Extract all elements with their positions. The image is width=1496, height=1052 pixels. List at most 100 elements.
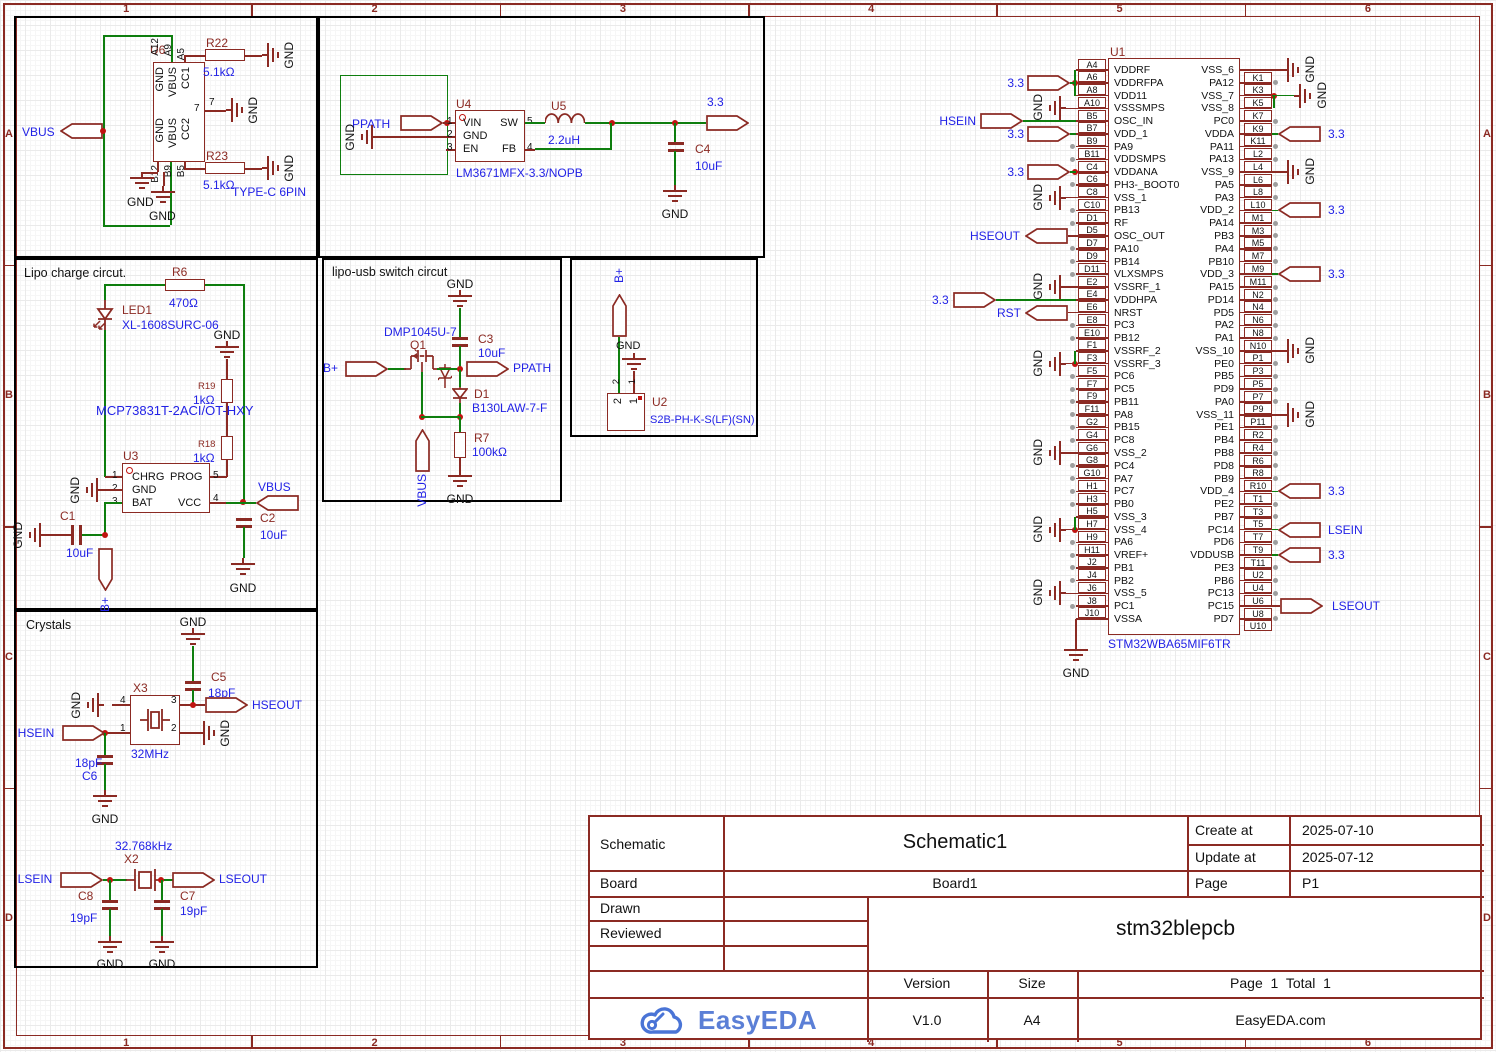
u1-pin-C8[interactable]: C8 [1078,186,1106,198]
u1-pin-M3[interactable]: M3 [1244,224,1272,236]
vbus-port[interactable] [255,495,299,511]
u1-pin-A4[interactable]: A4 [1078,58,1106,70]
easyeda-logo[interactable]: EasyEDA [638,1002,817,1038]
u1-pin-H9[interactable]: H9 [1078,530,1106,542]
tb-update-value[interactable]: 2025-07-12 [1302,849,1374,865]
net-port[interactable] [1280,598,1324,615]
u1-pin-K7[interactable]: K7 [1244,109,1272,121]
net-port[interactable] [1277,266,1321,283]
u1-pin-G2[interactable]: G2 [1078,415,1106,427]
net-port[interactable] [1024,304,1068,321]
led-symbol[interactable] [92,300,118,331]
u1-pin-E2[interactable]: E2 [1078,275,1106,287]
u1-pin-H7[interactable]: H7 [1078,518,1106,530]
u1-pin-F11[interactable]: F11 [1078,403,1106,415]
u1-pin-M11[interactable]: M11 [1244,275,1272,287]
u1-pin-E8[interactable]: E8 [1078,313,1106,325]
u1-pin-H1[interactable]: H1 [1078,479,1106,491]
pmos-symbol[interactable] [404,342,440,374]
u1-pin-L10[interactable]: L10 [1244,199,1272,211]
u1-pin-H11[interactable]: H11 [1078,543,1106,555]
tb-project-name[interactable]: stm32blepcb [1115,917,1236,940]
u1-pin-M9[interactable]: M9 [1244,263,1272,274]
u1-pin-P11[interactable]: P11 [1244,416,1272,428]
u1-pin-E6[interactable]: E6 [1078,301,1106,313]
u1-pin-B7[interactable]: B7 [1078,122,1106,134]
u1-pin-H3[interactable]: H3 [1078,492,1106,504]
u1-pin-K5[interactable]: K5 [1244,97,1272,109]
u1-pin-R2[interactable]: R2 [1244,428,1272,440]
u1-pin-L4[interactable]: L4 [1244,160,1272,172]
net-port[interactable] [1277,547,1321,563]
u1-pin-U2[interactable]: U2 [1244,569,1272,581]
u1-pin-H5[interactable]: H5 [1078,505,1106,517]
u1-pin-N10[interactable]: N10 [1244,339,1272,351]
ppath-net-label[interactable]: PPATH [513,361,552,375]
u1-pin-T5[interactable]: T5 [1244,518,1272,530]
u1-pin-L8[interactable]: L8 [1244,186,1272,198]
tb-version-value[interactable]: V1.0 [912,1012,942,1028]
net-port[interactable] [1277,202,1321,219]
u1-pin-M7[interactable]: M7 [1244,250,1272,262]
bplus-port[interactable] [98,548,113,592]
buck-ic-body[interactable] [455,110,525,162]
u1-pin-R6[interactable]: R6 [1244,454,1272,466]
bplus-port[interactable] [345,361,389,377]
u1-pin-T7[interactable]: T7 [1244,531,1272,543]
charger-ic-body[interactable] [122,463,210,513]
u1-pin-P7[interactable]: P7 [1244,390,1272,402]
u1-pin-F7[interactable]: F7 [1078,377,1106,389]
u1-pin-J2[interactable]: J2 [1078,556,1106,568]
u1-pin-P5[interactable]: P5 [1244,377,1272,389]
lseout-net-label[interactable]: LSEOUT [219,872,268,886]
d1-diode-symbol[interactable] [451,387,469,403]
u1-pin-T1[interactable]: T1 [1244,492,1272,504]
u1-pin-J4[interactable]: J4 [1078,569,1106,581]
net-port[interactable] [1024,228,1068,244]
u1-pin-R10[interactable]: R10 [1244,480,1272,492]
r23-resistor[interactable] [205,162,245,174]
tb-site[interactable]: EasyEDA.com [1235,1012,1326,1028]
bplus-net-label[interactable]: B+ [323,361,339,375]
lsein-port[interactable] [60,872,104,888]
net-port[interactable] [1277,125,1321,142]
u1-pin-F9[interactable]: F9 [1078,390,1106,402]
net-port[interactable] [1027,125,1071,142]
vbus-net-label[interactable]: VBUS [22,125,55,139]
u1-pin-G6[interactable]: G6 [1078,441,1106,453]
u1-pin-N8[interactable]: N8 [1244,326,1272,338]
u1-pin-L6[interactable]: L6 [1244,173,1272,185]
u1-pin-P1[interactable]: P1 [1244,352,1272,364]
u1-pin-M1[interactable]: M1 [1244,211,1272,223]
u1-pin-C10[interactable]: C10 [1078,198,1106,210]
u1-pin-K1[interactable]: K1 [1244,71,1272,83]
u1-pin-L2[interactable]: L2 [1244,148,1272,160]
u1-pin-R4[interactable]: R4 [1244,441,1272,453]
r22-resistor[interactable] [205,49,245,61]
bplus-port[interactable] [612,293,627,337]
hsein-port[interactable] [62,725,106,741]
bplus-net-label[interactable]: B+ [612,268,626,284]
u1-pin-B9[interactable]: B9 [1078,135,1106,147]
u1-pin-K11[interactable]: K11 [1244,135,1272,147]
lseout-port[interactable] [172,872,216,888]
u1-pin-J8[interactable]: J8 [1078,594,1106,606]
r19-resistor[interactable] [221,379,233,403]
u1-pin-E4[interactable]: E4 [1078,288,1106,300]
u1-pin-F5[interactable]: F5 [1078,364,1106,376]
hseout-port[interactable] [205,697,249,713]
ppath-net-label[interactable]: PPATH [352,117,391,131]
u1-pin-U8[interactable]: U8 [1244,607,1272,619]
u1-pin-A8[interactable]: A8 [1078,84,1106,96]
u1-pin-C4[interactable]: C4 [1078,160,1106,172]
vbus-port[interactable] [59,123,103,139]
u1-pin-D7[interactable]: D7 [1078,237,1106,249]
tb-create-value[interactable]: 2025-07-10 [1302,822,1374,838]
u1-pin-U4[interactable]: U4 [1244,582,1272,594]
ppath-port[interactable] [466,361,510,377]
u1-pin-G4[interactable]: G4 [1078,428,1106,440]
ppath-port[interactable] [400,115,444,131]
u1-pin-J10[interactable]: J10 [1078,607,1106,619]
u1-pin-K3[interactable]: K3 [1244,84,1272,96]
